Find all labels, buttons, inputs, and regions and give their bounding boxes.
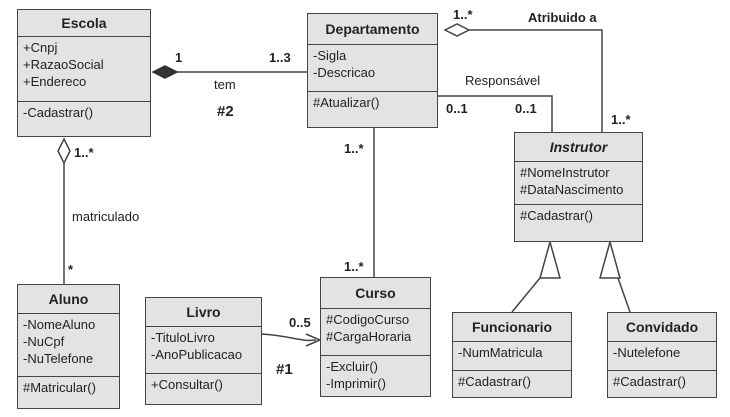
attribute: #DataNascimento: [520, 182, 624, 197]
class-instrutor: Instrutor #NomeInstrutor #DataNascimento…: [514, 132, 643, 242]
multiplicity-label: 0..1: [515, 101, 537, 116]
attribute: -TituloLivro: [151, 330, 215, 345]
multiplicity-label: 1..*: [344, 259, 364, 274]
attributes-section: +Cnpj +RazaoSocial +Endereco: [18, 37, 150, 101]
class-name: Departamento: [308, 14, 437, 45]
operations-section: #Atualizar(): [308, 91, 437, 113]
operation: #Cadastrar(): [458, 374, 531, 389]
attribute: -Descricao: [313, 65, 376, 80]
class-escola: Escola +Cnpj +RazaoSocial +Endereco -Cad…: [17, 9, 151, 137]
attributes-section: -Sigla -Descricao: [308, 45, 437, 91]
association-name-label: matriculado: [72, 209, 140, 224]
attribute: +Endereco: [23, 74, 87, 89]
operations-section: -Excluir() -Imprimir(): [321, 355, 430, 394]
responsavel-association: [438, 95, 553, 132]
attributes-section: -Nutelefone: [608, 342, 716, 370]
operation: #Cadastrar(): [520, 208, 593, 223]
attributes-section: -TituloLivro -AnoPublicacao: [146, 327, 261, 373]
class-name: Funcionario: [453, 313, 571, 342]
operation: #Matricular(): [23, 380, 96, 395]
operation: -Cadastrar(): [23, 105, 94, 120]
class-aluno: Aluno -NomeAluno -NuCpf -NuTelefone #Mat…: [17, 284, 120, 409]
attributes-section: #CodigoCurso #CargaHoraria: [321, 309, 430, 355]
attribute: +RazaoSocial: [23, 57, 104, 72]
attributes-section: #NomeInstrutor #DataNascimento: [515, 162, 642, 204]
operations-section: #Cadastrar(): [453, 370, 571, 392]
class-funcionario: Funcionario -NumMatricula #Cadastrar(): [452, 312, 572, 398]
operation: +Consultar(): [151, 377, 223, 392]
attributes-section: -NumMatricula: [453, 342, 571, 370]
class-name: Aluno: [18, 285, 119, 314]
multiplicity-label: 1: [175, 50, 183, 65]
relationship-tag-label: #2: [217, 103, 234, 120]
class-curso: Curso #CodigoCurso #CargaHoraria -Exclui…: [320, 277, 431, 397]
operation: #Cadastrar(): [613, 374, 686, 389]
multiplicity-label: 1..*: [453, 7, 473, 22]
attribute: -NumMatricula: [458, 345, 543, 360]
multiplicity-label: 0..1: [446, 101, 468, 116]
atribuido-association: [469, 29, 603, 132]
attribute: +Cnpj: [23, 40, 58, 55]
attribute: #NomeInstrutor: [520, 165, 610, 180]
attribute: -AnoPublicacao: [151, 347, 243, 362]
operations-section: #Cadastrar(): [608, 370, 716, 392]
operation: -Imprimir(): [326, 376, 386, 391]
attribute: -NomeAluno: [23, 317, 96, 332]
class-name: Curso: [321, 278, 430, 309]
generalization-triangle-left: [539, 239, 561, 279]
composition-diamond: [151, 65, 179, 79]
class-convidado: Convidado -Nutelefone #Cadastrar(): [607, 312, 717, 398]
class-name: Escola: [18, 10, 150, 37]
multiplicity-label: 1..*: [611, 112, 631, 127]
generalization-triangle-right: [599, 239, 621, 279]
operation: -Excluir(): [326, 359, 378, 374]
class-livro: Livro -TituloLivro -AnoPublicacao +Consu…: [145, 297, 262, 405]
attributes-section: -NomeAluno -NuCpf -NuTelefone: [18, 314, 119, 376]
multiplicity-label: 1..*: [344, 141, 364, 156]
livro-curso-dependency: [261, 333, 317, 342]
operations-section: -Cadastrar(): [18, 101, 150, 123]
association-name-label: tem: [214, 77, 236, 92]
attribute: -NuTelefone: [23, 351, 94, 366]
convidado-generalization: [617, 277, 631, 313]
relationship-tag-label: #1: [276, 361, 293, 378]
attribute: #CodigoCurso: [326, 312, 410, 327]
class-name: Livro: [146, 298, 261, 327]
attribute: -NuCpf: [23, 334, 65, 349]
association-name-label: Atribuido a: [528, 10, 597, 25]
multiplicity-label: 1..3: [269, 50, 291, 65]
multiplicity-label: *: [68, 262, 74, 277]
aggregation-diamond-departamento: [443, 23, 471, 37]
class-name: Instrutor: [515, 133, 642, 162]
association-name-label: Responsável: [465, 73, 541, 88]
attribute: -Sigla: [313, 48, 347, 63]
multiplicity-label: 0..5: [289, 315, 311, 330]
operations-section: #Matricular(): [18, 376, 119, 398]
operations-section: +Consultar(): [146, 373, 261, 395]
attribute: -Nutelefone: [613, 345, 681, 360]
multiplicity-label: 1..*: [74, 145, 94, 160]
aggregation-diamond-escola: [57, 137, 71, 165]
class-name: Convidado: [608, 313, 716, 342]
operation: #Atualizar(): [313, 95, 380, 110]
attribute: #CargaHoraria: [326, 329, 412, 344]
class-departamento: Departamento -Sigla -Descricao #Atualiza…: [307, 13, 438, 128]
operations-section: #Cadastrar(): [515, 204, 642, 226]
funcionario-generalization: [511, 277, 541, 313]
